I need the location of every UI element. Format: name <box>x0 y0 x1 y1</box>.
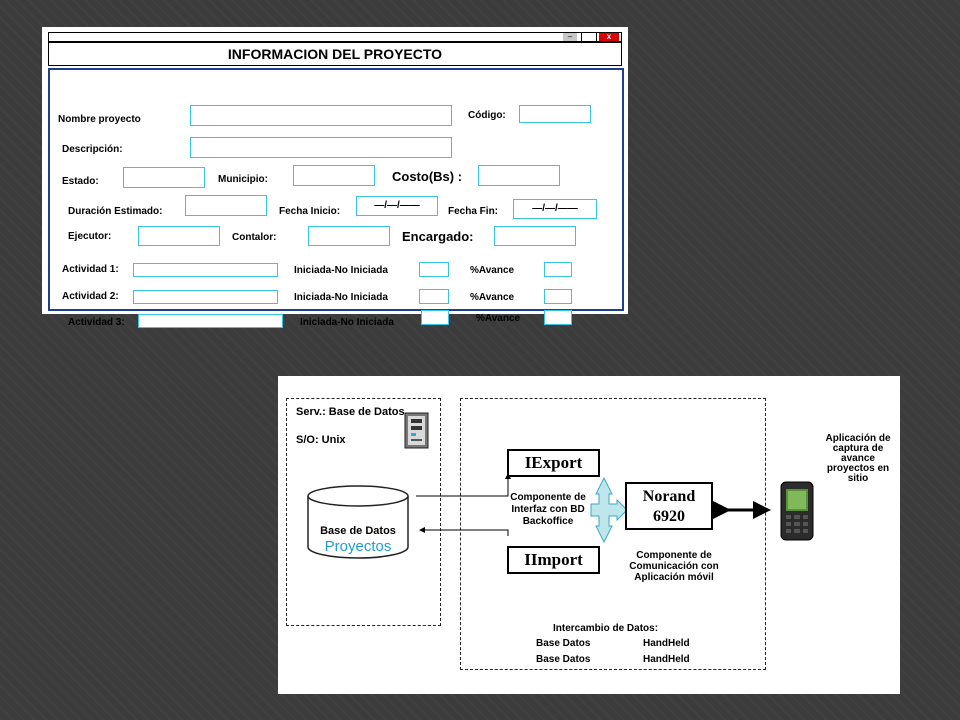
window-titlebar: – x <box>48 32 622 42</box>
iexport-box: IExport <box>507 449 600 477</box>
close-button[interactable]: x <box>599 33 619 41</box>
nombre-proyecto-label: Nombre proyecto <box>58 114 141 125</box>
actividad-3-avance-input[interactable] <box>544 310 572 325</box>
contador-label: Contalor: <box>232 232 277 243</box>
database-cylinder-icon <box>307 485 409 559</box>
actividad-3-label: Actividad 3: <box>68 317 125 328</box>
duracion-input[interactable] <box>185 195 267 216</box>
exchange-row-1-to: HandHeld <box>643 638 690 649</box>
actividad-1-label: Actividad 1: <box>62 264 119 275</box>
actividad-1-estado-input[interactable] <box>419 262 449 277</box>
codigo-input[interactable] <box>519 105 591 123</box>
duracion-label: Duración Estimado: <box>68 206 163 217</box>
server-title: Serv.: Base de Datos <box>296 406 405 418</box>
project-info-window: – x INFORMACION DEL PROYECTO Nombre proy… <box>42 27 628 328</box>
form-header: INFORMACION DEL PROYECTO <box>48 42 622 66</box>
form-body: Nombre proyecto Código: Descripción: Est… <box>48 68 624 328</box>
interface-box <box>460 398 766 670</box>
comm-component-label: Componente de Comunicación con Aplicació… <box>629 550 719 583</box>
descripcion-input[interactable] <box>190 137 452 158</box>
ejecutor-label: Ejecutor: <box>68 231 112 242</box>
codigo-label: Código: <box>468 110 506 121</box>
diagram-connectors <box>416 473 771 544</box>
actividad-1-input[interactable] <box>133 263 278 277</box>
actividad-2-estado-input[interactable] <box>419 289 449 304</box>
actividad-2-label: Actividad 2: <box>62 291 119 302</box>
costo-label: Costo(Bs) : <box>392 169 463 184</box>
actividad-3-input[interactable] <box>138 314 283 328</box>
actividad-2-input[interactable] <box>133 290 278 304</box>
fecha-fin-label: Fecha Fin: <box>448 206 499 217</box>
minimize-button[interactable]: – <box>563 33 577 41</box>
estado-input[interactable] <box>123 167 205 188</box>
form-title: INFORMACION DEL PROYECTO <box>227 46 443 62</box>
costo-input[interactable] <box>478 165 560 186</box>
exchange-row-2-from: Base Datos <box>536 654 591 665</box>
maximize-button[interactable] <box>581 33 597 41</box>
actividad-3-estado-label: Iniciada-No Iniciada <box>300 317 394 328</box>
exchange-row-1-from: Base Datos <box>536 638 591 649</box>
fecha-inicio-label: Fecha Inicio: <box>279 206 341 217</box>
exchange-row-2-to: HandHeld <box>643 654 690 665</box>
mobile-app-label: Aplicación de captura de avance proyecto… <box>825 433 891 484</box>
actividad-2-avance-input[interactable] <box>544 289 572 304</box>
server-tower-icon <box>404 412 429 449</box>
norand-box: Norand 6920 <box>625 482 713 530</box>
actividad-2-avance-label: %Avance <box>470 292 515 303</box>
database-label: Base de Datos <box>320 525 396 537</box>
ejecutor-input[interactable] <box>138 226 220 246</box>
actividad-1-avance-label: %Avance <box>470 265 515 276</box>
descripcion-label: Descripción: <box>62 144 123 155</box>
nombre-proyecto-input[interactable] <box>190 105 452 126</box>
actividad-2-estado-label: Iniciada-No Iniciada <box>294 292 388 303</box>
fecha-inicio-input[interactable]: —/—/—— <box>356 196 438 216</box>
database-name: Proyectos <box>324 538 392 555</box>
contador-input[interactable] <box>308 226 390 246</box>
encargado-input[interactable] <box>494 226 576 246</box>
actividad-1-estado-label: Iniciada-No Iniciada <box>294 265 388 276</box>
actividad-3-estado-input[interactable] <box>421 310 449 325</box>
architecture-diagram: Serv.: Base de Datos S/O: Unix Base de D… <box>278 376 900 694</box>
municipio-label: Municipio: <box>218 174 268 185</box>
exchange-title: Intercambio de Datos: <box>553 623 659 634</box>
encargado-label: Encargado: <box>402 229 474 244</box>
iimport-box: IImport <box>507 546 600 574</box>
interface-component-label: Componente de Interfaz con BD Backoffice <box>510 492 586 527</box>
estado-label: Estado: <box>62 176 99 187</box>
actividad-3-avance-label: %Avance <box>476 313 521 324</box>
actividad-1-avance-input[interactable] <box>544 262 572 277</box>
server-box <box>286 398 441 626</box>
fecha-fin-input[interactable]: —/—/—— <box>513 199 597 219</box>
municipio-input[interactable] <box>293 165 375 186</box>
server-os: S/O: Unix <box>296 434 346 446</box>
handheld-device-icon <box>780 481 814 541</box>
